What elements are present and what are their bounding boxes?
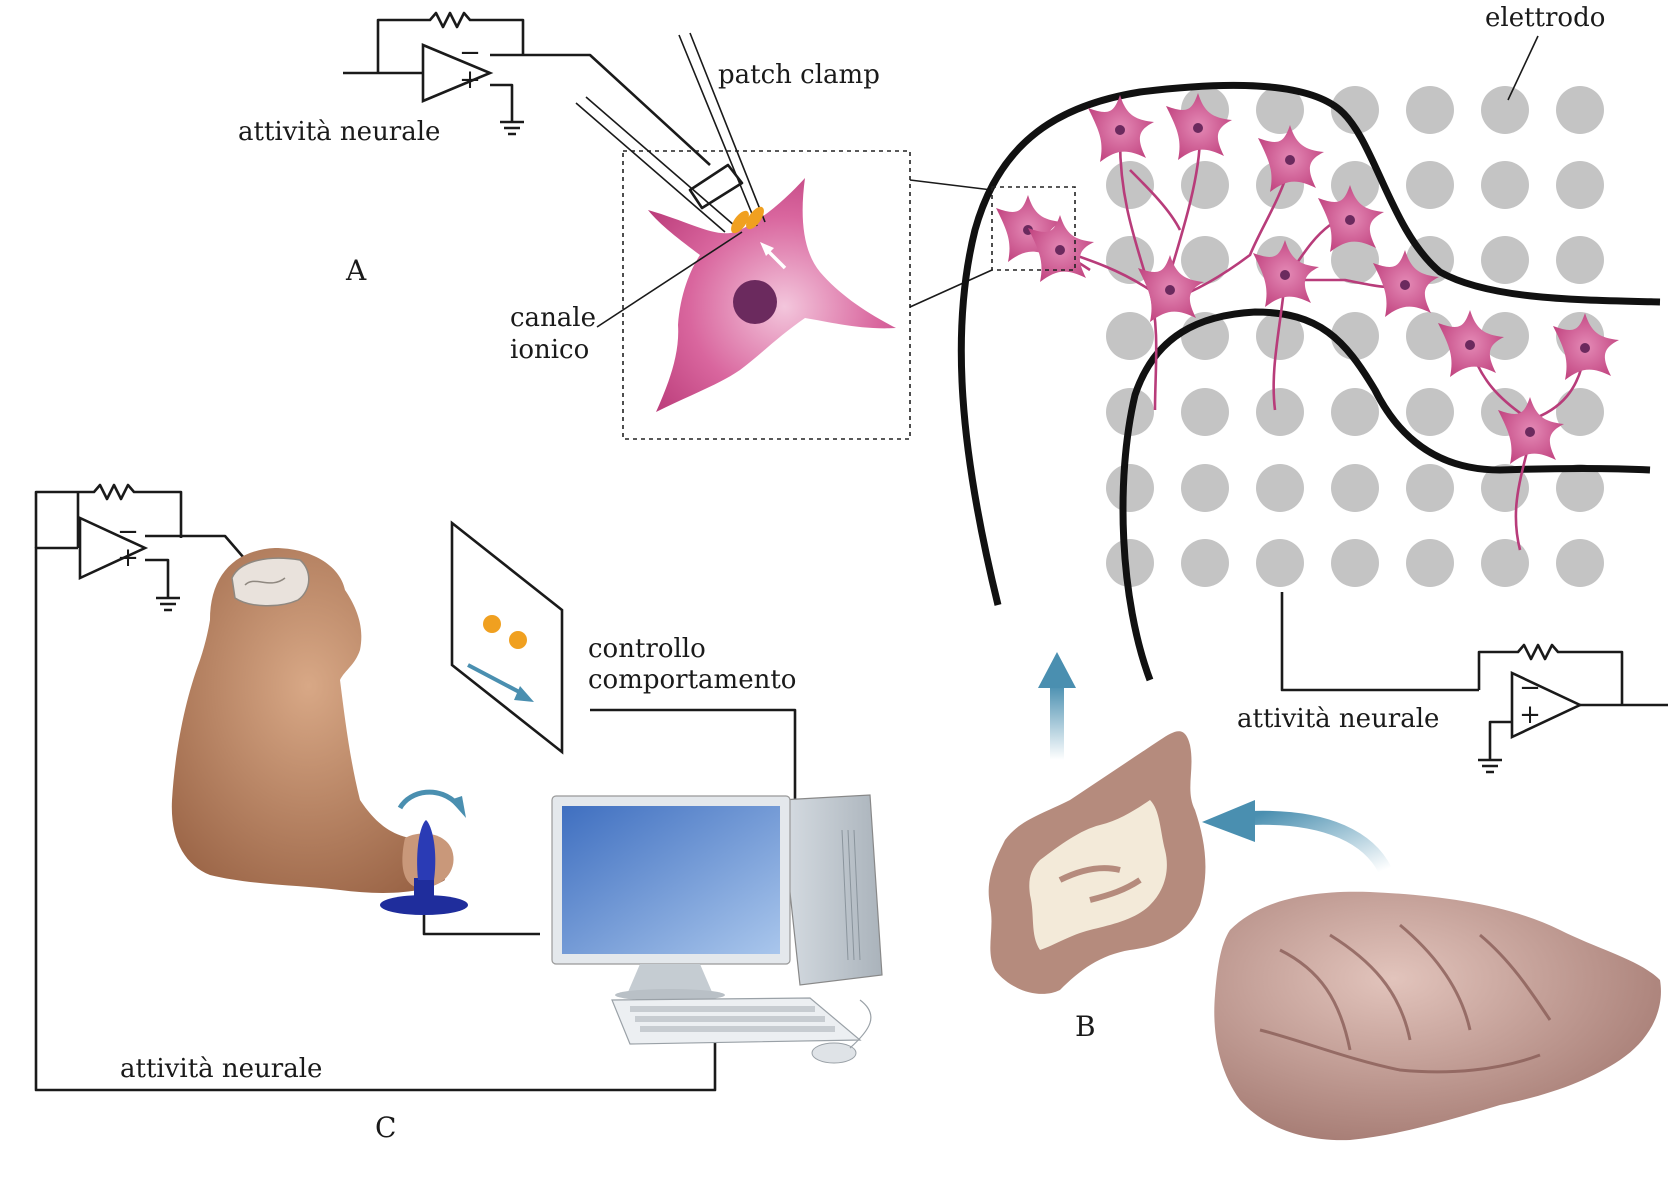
- target-dot: [483, 615, 501, 633]
- magnified-neuron-box: [575, 32, 911, 440]
- amp-b-plus: +: [1519, 700, 1541, 730]
- leftward-arrow-icon: [1202, 800, 1392, 874]
- electrode-dot: [1556, 161, 1604, 209]
- small-neuron-nucleus: [1345, 215, 1355, 225]
- small-neuron-nucleus: [1193, 123, 1203, 133]
- electrode-dot: [1331, 236, 1379, 284]
- small-neuron-nucleus: [1525, 427, 1535, 437]
- monkey-brain: [1214, 891, 1661, 1141]
- electrode-dot: [1181, 388, 1229, 436]
- electrode-dot: [1406, 464, 1454, 512]
- small-neuron-nucleus: [1580, 343, 1590, 353]
- ion-channel-label-line2: ionico: [510, 335, 589, 365]
- electrode-dot: [1481, 236, 1529, 284]
- electrode-dot: [1556, 539, 1604, 587]
- electrode-dot: [1406, 539, 1454, 587]
- computer: [551, 794, 883, 1064]
- electrode-dot: [1331, 86, 1379, 134]
- panel-label-c: C: [375, 1111, 396, 1144]
- electrode-dot: [1556, 464, 1604, 512]
- direction-arrow-icon: [514, 686, 534, 702]
- small-neuron-nucleus: [1115, 125, 1125, 135]
- amp-a-plus: +: [459, 65, 481, 95]
- electrode-dot: [1406, 388, 1454, 436]
- amplifier-a: − +: [343, 11, 711, 166]
- small-neuron-nucleus: [1400, 280, 1410, 290]
- small-neuron-nucleus: [1285, 155, 1295, 165]
- neuron-network: [996, 93, 1619, 551]
- small-neuron-nucleus: [1280, 270, 1290, 280]
- electrode-dot: [1481, 539, 1529, 587]
- behavior-control-label-line2: comportamento: [588, 665, 796, 695]
- electrode-dot: [1256, 312, 1304, 360]
- mouse: [811, 1042, 857, 1064]
- electrode-dot: [1256, 464, 1304, 512]
- small-neuron-nucleus: [1165, 285, 1175, 295]
- amp-a-minus: −: [459, 38, 481, 68]
- electrode-dot: [1256, 539, 1304, 587]
- electrode-dot: [1256, 388, 1304, 436]
- electrode-dot: [1181, 161, 1229, 209]
- electrode-dot: [1181, 539, 1229, 587]
- electrode-dot: [1556, 86, 1604, 134]
- electrode-dot: [1106, 539, 1154, 587]
- monitor-screen: [562, 806, 780, 954]
- electrode-dot: [1331, 388, 1379, 436]
- brain-slice: [988, 731, 1206, 994]
- electrode-label: elettrodo: [1485, 3, 1605, 33]
- electrode-dot: [1481, 86, 1529, 134]
- amplifier-c: − +: [34, 483, 717, 1092]
- amplifier-b: − +: [1280, 592, 1668, 774]
- electrode-dot: [1481, 312, 1529, 360]
- small-neuron-nucleus: [1055, 245, 1065, 255]
- monkey: [171, 548, 454, 893]
- stimulus-screen: [450, 520, 564, 755]
- electrode-dot: [1406, 161, 1454, 209]
- joystick-icon[interactable]: [380, 820, 468, 915]
- small-neuron-nucleus: [1465, 340, 1475, 350]
- electrode-dot: [1406, 312, 1454, 360]
- rotation-arrow-icon: [397, 789, 466, 818]
- electrode-dot: [1331, 161, 1379, 209]
- amp-b-minus: −: [1519, 673, 1541, 703]
- cortex-outline: [957, 81, 1661, 682]
- channel-arrow-icon: [760, 242, 774, 256]
- electrode-dot: [1556, 236, 1604, 284]
- panel-label-a: A: [345, 254, 367, 287]
- patch-clamp-label: patch clamp: [718, 60, 880, 90]
- electrode-dot: [1106, 312, 1154, 360]
- amp-c-minus: −: [117, 517, 139, 547]
- zoom-box-small: [991, 186, 1076, 271]
- electrode-dot: [1481, 161, 1529, 209]
- electrode-dot: [1181, 236, 1229, 284]
- behavior-control-label-line1: controllo: [588, 634, 706, 664]
- neural-activity-label-a: attività neurale: [238, 117, 440, 147]
- neural-activity-label-c: attività neurale: [120, 1054, 322, 1084]
- ion-channel-icon: [731, 210, 749, 234]
- upward-arrow-icon: [1038, 652, 1076, 760]
- ion-channel-label-line1: canale: [510, 303, 596, 333]
- panel-label-b: B: [1075, 1010, 1096, 1043]
- electrode-dot: [1181, 464, 1229, 512]
- neural-activity-label-b: attività neurale: [1237, 704, 1439, 734]
- electrode-dot: [1331, 539, 1379, 587]
- electrode-dot: [1256, 86, 1304, 134]
- large-neuron-nucleus: [733, 280, 777, 324]
- amp-c-plus: +: [117, 543, 139, 573]
- electrode-dot: [1331, 464, 1379, 512]
- electrode-dot: [1556, 388, 1604, 436]
- electrode-dot: [1406, 86, 1454, 134]
- electrode-dot: [1106, 161, 1154, 209]
- computer-tower: [779, 794, 883, 986]
- electrode-dot: [1106, 464, 1154, 512]
